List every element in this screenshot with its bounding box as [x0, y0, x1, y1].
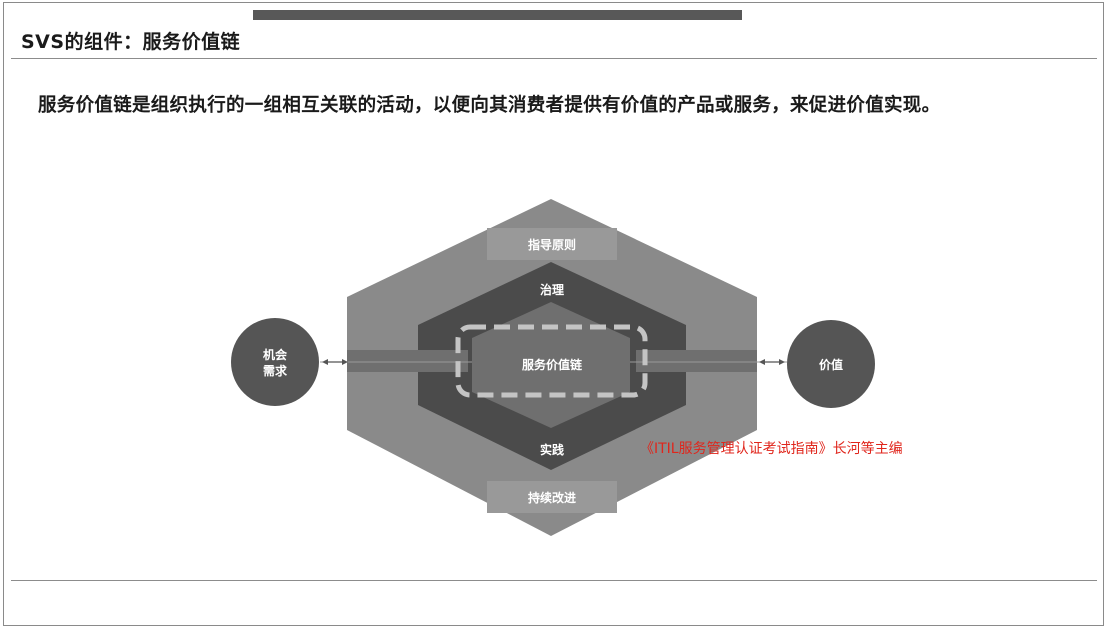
guiding-principles-label: 指导原则 [528, 237, 576, 252]
opportunity-label: 机会 [263, 347, 288, 362]
practices-label: 实践 [540, 442, 564, 457]
guiding-principles-band [487, 228, 617, 260]
headline-text: 服务价值链是组织执行的一组相互关联的活动，以便向其消费者提供有价值的产品或服务，… [38, 95, 941, 116]
continual-improvement-band [487, 481, 617, 513]
left-connector-band [347, 350, 468, 372]
slide-frame [3, 2, 1104, 626]
left-double-arrow-icon [322, 359, 348, 365]
footer-divider [11, 580, 1097, 581]
title-divider [11, 58, 1097, 59]
continual-improvement-label: 持续改进 [528, 490, 576, 505]
value-chain-dashed-frame [455, 324, 648, 398]
value-label: 价值 [819, 357, 843, 372]
source-citation: 《ITIL服务管理认证考试指南》长河等主编 [640, 441, 903, 457]
right-connector-band [636, 350, 757, 372]
governance-label: 治理 [540, 282, 564, 297]
top-accent-bar [253, 10, 742, 20]
service-value-chain-label: 服务价值链 [522, 357, 583, 372]
demand-label: 需求 [263, 363, 288, 378]
slide-title: SVS的组件：服务价值链 [21, 31, 241, 53]
opportunity-demand-circle [231, 318, 319, 406]
value-circle [787, 320, 875, 408]
right-double-arrow-icon [759, 359, 785, 365]
